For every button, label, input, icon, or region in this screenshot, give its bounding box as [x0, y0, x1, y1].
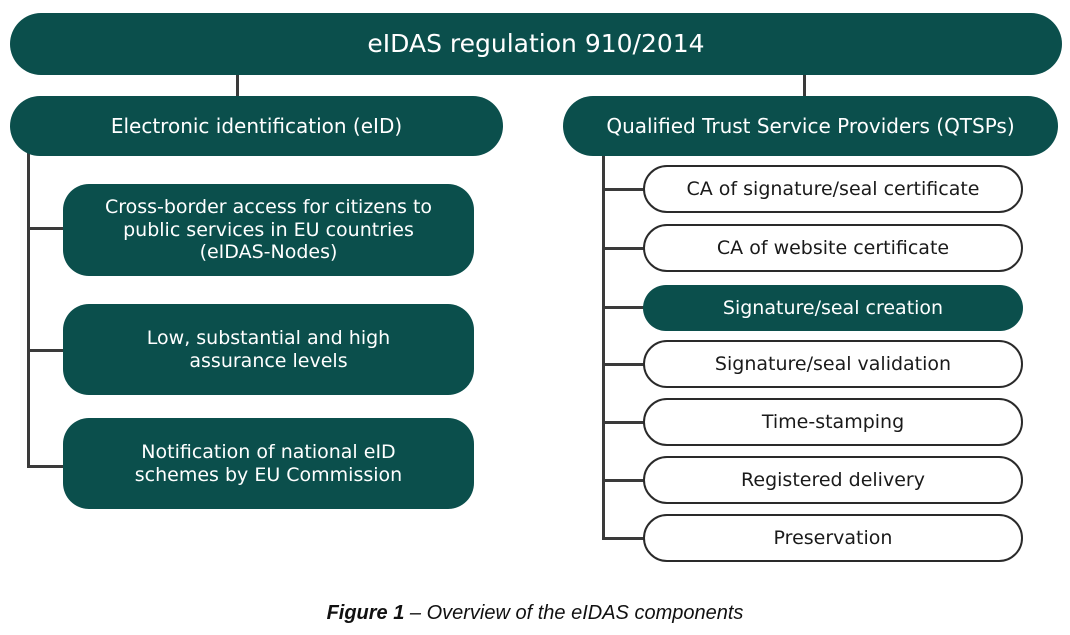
qtsp-item-label: Signature/seal validation [714, 352, 952, 375]
qtsp-item-time-stamping: Time-stamping [643, 398, 1023, 446]
qtsp-item-label: Registered delivery [741, 468, 925, 491]
figure-number: Figure 1 [326, 602, 405, 624]
eid-item-notification: Notification of national eID schemes by … [63, 418, 474, 509]
eid-item-cross-border-access: Cross-border access for citizens to publ… [63, 184, 474, 276]
qtsp-branch-line [602, 363, 645, 366]
qtsp-category-label: Qualified Trust Service Providers (QTSPs… [606, 114, 1015, 138]
qtsp-item-preservation: Preservation [643, 514, 1023, 562]
qtsp-branch-line [602, 537, 645, 540]
qtsp-branch-line [602, 479, 645, 482]
qtsp-branch-line [602, 306, 645, 309]
qtsp-item-registered-delivery: Registered delivery [643, 456, 1023, 504]
qtsp-branch-line [602, 247, 645, 250]
qtsp-item-label: Time-stamping [761, 410, 905, 433]
qtsp-item-label: Preservation [773, 526, 893, 549]
qtsp-trunk-line [602, 153, 605, 539]
connector-root-to-eid [236, 73, 239, 97]
qtsp-category-node: Qualified Trust Service Providers (QTSPs… [563, 96, 1058, 156]
connector-root-to-qtsp [803, 73, 806, 97]
eid-category-node: Electronic identification (eID) [10, 96, 503, 156]
eid-item-assurance-levels: Low, substantial and high assurance leve… [63, 304, 474, 395]
eid-item-label: Cross-border access for citizens to publ… [104, 195, 433, 264]
eid-branch-line [27, 465, 65, 468]
eid-item-label: Low, substantial and high assurance leve… [146, 326, 391, 372]
qtsp-item-label: CA of signature/seal certificate [686, 177, 980, 200]
qtsp-item-label: CA of website certificate [716, 236, 950, 259]
qtsp-item-signature-validation: Signature/seal validation [643, 340, 1023, 388]
figure-caption-text: – Overview of the eIDAS components [404, 602, 744, 624]
eid-trunk-line [27, 150, 30, 468]
eid-branch-line [27, 227, 65, 230]
qtsp-branch-line [602, 421, 645, 424]
qtsp-item-ca-signature-seal: CA of signature/seal certificate [643, 165, 1023, 213]
eid-category-label: Electronic identification (eID) [110, 114, 403, 138]
qtsp-item-ca-website: CA of website certificate [643, 224, 1023, 272]
qtsp-item-label: Signature/seal creation [722, 296, 944, 319]
root-node: eIDAS regulation 910/2014 [10, 13, 1062, 75]
root-label: eIDAS regulation 910/2014 [367, 29, 705, 58]
eid-item-label: Notification of national eID schemes by … [134, 440, 403, 486]
qtsp-item-signature-creation: Signature/seal creation [643, 285, 1023, 331]
eid-branch-line [27, 349, 65, 352]
figure-caption: Figure 1 – Overview of the eIDAS compone… [0, 602, 1070, 625]
qtsp-branch-line [602, 188, 645, 191]
